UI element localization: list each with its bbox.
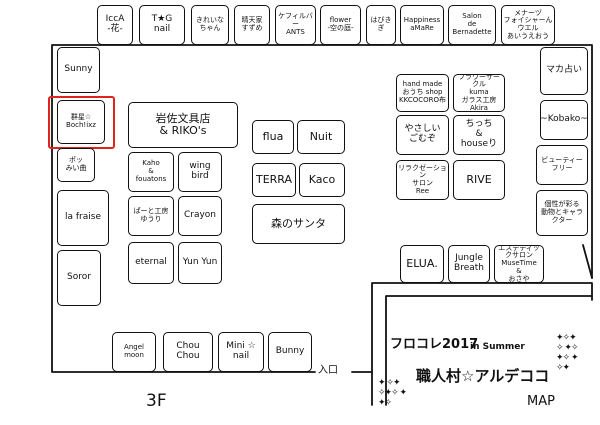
annex-outline xyxy=(371,282,593,406)
stall-boch[interactable]: 群星☆ Boch!ixz xyxy=(57,100,105,144)
stall-kaco[interactable]: Kaco xyxy=(299,163,345,197)
stall-relax[interactable]: リラクゼーション サロン Ree xyxy=(396,160,449,200)
stall-eternal[interactable]: eternal xyxy=(128,242,174,284)
outer-wall xyxy=(51,44,593,373)
stall-iwasa[interactable]: 岩佐文具店 & RIKO's xyxy=(128,102,238,148)
stall-handmade[interactable]: hand made おうち shop KKCOCORO布 xyxy=(396,74,449,112)
stall-hatoe[interactable]: ぱーと工房 ゆうり xyxy=(128,196,174,236)
stall-crayon[interactable]: Crayon xyxy=(178,196,222,236)
star-decoration-left: ✦ ✧✦✧✦✧ ✦ ✦✧ xyxy=(378,378,407,408)
entrance-label: 入口 xyxy=(318,365,338,376)
stall-lafraise[interactable]: la fraise xyxy=(57,190,109,246)
village-title: 職人村☆アルデココ xyxy=(416,367,550,385)
stall-chouchou[interactable]: Chou Chou xyxy=(163,332,213,372)
map-label: MAP xyxy=(527,394,555,409)
annex-inner xyxy=(385,295,593,406)
stall-terra[interactable]: TERRA xyxy=(252,163,296,197)
highlight-box xyxy=(48,96,115,149)
stall-jungle[interactable]: Jungle Breath xyxy=(448,245,490,283)
stall-kobako[interactable]: ~Kobako~ xyxy=(540,100,588,140)
stall-seitenka[interactable]: 晴天家 すずめ xyxy=(234,5,270,45)
stall-mii[interactable]: ポッ みい曲 xyxy=(57,148,95,182)
stall-mininail[interactable]: Mini ☆ nail xyxy=(218,332,264,372)
stall-flower[interactable]: flower -空の庭- xyxy=(320,5,361,45)
event-subtitle: in Summer xyxy=(470,342,525,352)
stall-rive[interactable]: RIVE xyxy=(453,160,505,200)
stall-yasashii[interactable]: やさしい ごむぞ xyxy=(396,115,449,155)
star-decoration-right: ✦✧✦✧ ✦✧✦✧ ✦ ✧✦ xyxy=(556,333,579,373)
stall-nuit[interactable]: Nuit xyxy=(297,120,345,154)
stall-habikigi[interactable]: はびきぎ xyxy=(366,5,396,45)
stall-kireina[interactable]: きれいな ちゃん xyxy=(191,5,229,45)
stall-flua[interactable]: flua xyxy=(252,120,294,154)
event-title: フロコレ2017 xyxy=(390,337,479,352)
stall-bunny[interactable]: Bunny xyxy=(268,332,312,372)
stall-animals[interactable]: 個性が彩る 動物とキャラクター xyxy=(536,190,588,236)
floor-label: 3F xyxy=(146,391,167,411)
stall-menazu[interactable]: メナーヅ フォイシャーんウエル あいうえおう xyxy=(501,5,555,45)
stall-elua[interactable]: ELUA. xyxy=(400,245,444,283)
stall-tg-nail[interactable]: T★G nail xyxy=(139,5,185,45)
stall-musetime[interactable]: エステティックサロン MuseTime & おさや xyxy=(494,245,544,283)
stall-flower-circle[interactable]: フラワーサークル kuma ガラス工房 Akira xyxy=(453,74,505,112)
stall-maka[interactable]: マカ占い xyxy=(540,47,588,95)
stall-soror[interactable]: Soror xyxy=(57,250,101,306)
stall-beauty[interactable]: ビューティー フリー xyxy=(536,145,588,185)
stall-angel[interactable]: Angel moon xyxy=(112,332,156,372)
stall-icca[interactable]: IccA -花- xyxy=(97,5,133,45)
stall-amare[interactable]: Happiness aMaRe xyxy=(400,5,444,45)
stall-yunyun[interactable]: Yun Yun xyxy=(178,242,222,284)
stall-chicchi[interactable]: ちっち & houseり xyxy=(453,115,505,155)
stall-bernadette[interactable]: Salon de Bernadette xyxy=(448,5,496,45)
stall-mori[interactable]: 森のサンタ xyxy=(252,204,345,244)
stall-wing[interactable]: wing bird xyxy=(178,152,222,192)
right-wall xyxy=(582,244,593,279)
stall-kaho[interactable]: Kaho & fouatons xyxy=(128,152,174,192)
stall-ants[interactable]: ケフィルバー ANTS xyxy=(275,5,316,45)
stall-sunny[interactable]: Sunny xyxy=(57,47,100,93)
